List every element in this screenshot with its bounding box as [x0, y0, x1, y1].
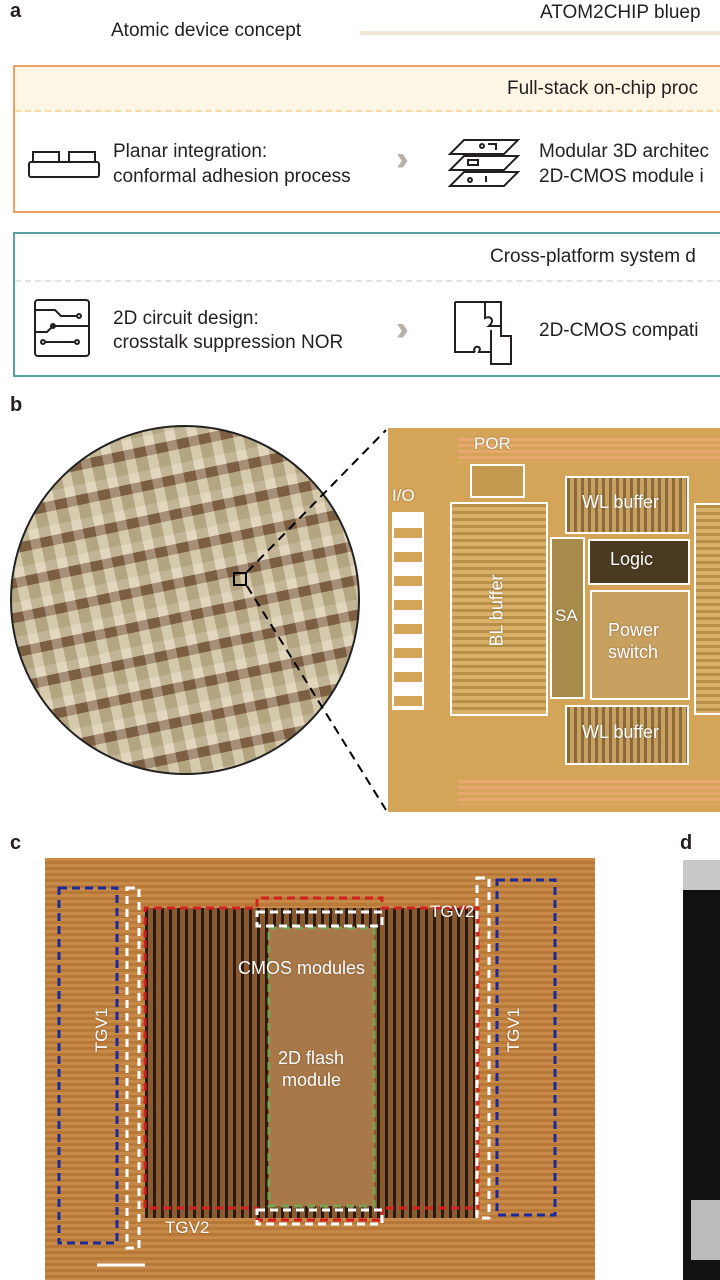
bl-buffer-right-block: [694, 503, 720, 715]
planar-chip-icon: [28, 151, 100, 178]
io-label: I/O: [392, 486, 415, 505]
row1-right-line2: 2D-CMOS module i: [539, 166, 704, 187]
tgv1-left-label: TGV1: [92, 1007, 112, 1053]
logic-block: [588, 539, 690, 585]
por-block: [470, 464, 525, 498]
wl-buffer-top-label: WL buffer: [582, 492, 660, 512]
concept-label: Atomic device concept: [111, 20, 302, 41]
wl-buffer-bottom-label: WL buffer: [582, 722, 660, 742]
por-label: POR: [474, 434, 511, 453]
panel-b-label: b: [10, 394, 23, 416]
row2-title: Cross-platform system d: [490, 246, 696, 267]
bl-buffer-label: BL buffer: [486, 574, 507, 647]
power-label-line1: Power: [608, 620, 660, 640]
row2-right-line1: 2D-CMOS compati: [539, 320, 699, 341]
power-label-line2: switch: [608, 642, 659, 662]
chip-region-outlines: [57, 876, 557, 1267]
wl-buffer-top-block: [565, 476, 689, 534]
cmos-modules-label: CMOS modules: [238, 958, 366, 978]
sa-label: SA: [555, 606, 578, 625]
tgv2-bottom-label: TGV2: [165, 1218, 210, 1237]
stacked-layers-icon: [448, 139, 521, 187]
tgv2-top-label: TGV2: [430, 902, 475, 921]
circuit-design-icon: [34, 299, 90, 357]
concept-line: [360, 31, 720, 35]
flash-label-line2: module: [282, 1070, 342, 1090]
row2-left-line1: 2D circuit design:: [113, 308, 259, 329]
full-stack-box: [13, 65, 720, 213]
puzzle-icon: [454, 301, 512, 365]
packaged-chip-micrograph: [45, 858, 595, 1280]
flash-label-line1: 2D flash: [278, 1048, 345, 1068]
power-switch-block: [590, 590, 690, 700]
sa-block: [550, 537, 585, 699]
zoom-region-marker: [233, 572, 247, 586]
row1-left-line1: Planar integration:: [113, 141, 268, 162]
zoom-lines: [246, 429, 387, 811]
wl-buffer-bottom-block: [565, 705, 689, 765]
logic-label: Logic: [610, 549, 654, 569]
row2-left-line2: crosstalk suppression NOR: [113, 332, 344, 353]
panel-d-label: d: [680, 832, 693, 854]
row1-title: Full-stack on-chip proc: [507, 78, 699, 99]
io-block: [392, 512, 424, 710]
tgv1-right-label: TGV1: [504, 1007, 524, 1053]
wafer-image: [10, 425, 360, 775]
bl-buffer-block: [450, 502, 548, 716]
cross-platform-box: [13, 232, 720, 377]
panel-c-label: c: [10, 832, 22, 854]
blueprint-title: ATOM2CHIP bluep: [540, 2, 701, 23]
row1-left-line2: conformal adhesion process: [113, 166, 351, 187]
row1-right-line1: Modular 3D architec: [539, 141, 710, 162]
cross-section-image: [683, 860, 720, 1280]
panel-a-label: a: [10, 0, 22, 22]
